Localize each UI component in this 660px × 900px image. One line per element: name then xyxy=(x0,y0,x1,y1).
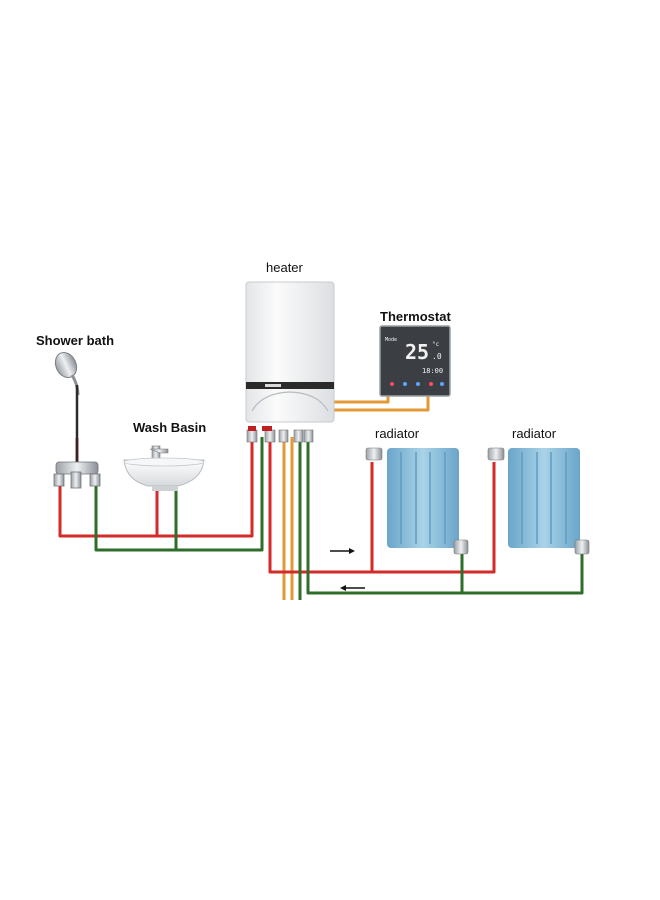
heating-return xyxy=(306,437,584,595)
thermostat-temperature: 25 xyxy=(405,340,429,364)
radiator-2-label: radiator xyxy=(512,426,557,441)
thermostat-down-button[interactable] xyxy=(416,382,420,386)
radiator-2-valve[interactable] xyxy=(487,447,505,461)
pipe-network xyxy=(58,396,584,600)
radiator-1-valve[interactable] xyxy=(365,447,383,461)
shower-label: Shower bath xyxy=(36,333,114,348)
radiator-1-return-valve[interactable] xyxy=(453,539,469,555)
thermostat-unit: °c xyxy=(432,341,440,348)
thermostat-menu-button[interactable] xyxy=(440,382,444,386)
heating-flow-branch xyxy=(372,462,496,574)
thermostat-label: Thermostat xyxy=(380,309,451,324)
thermostat-wire-2 xyxy=(333,396,430,412)
thermostat-clock: 18:00 xyxy=(422,367,443,375)
thermostat-mode-button[interactable] xyxy=(403,382,407,386)
cold-return-fixtures xyxy=(94,437,264,552)
thermostat-power-button[interactable] xyxy=(390,382,394,386)
heater-unit xyxy=(245,281,335,423)
heater-valves xyxy=(246,426,314,443)
radiator-1-label: radiator xyxy=(375,426,420,441)
shower-fixture xyxy=(53,351,101,489)
radiator-2 xyxy=(487,447,590,555)
thermostat-decimal: .0 xyxy=(432,352,442,361)
radiator-2-return-valve[interactable] xyxy=(574,539,590,555)
flow-arrow-right xyxy=(330,548,355,554)
heater-label: heater xyxy=(266,260,304,275)
thermostat-mode-text: Mode xyxy=(385,337,397,343)
thermostat-up-button[interactable] xyxy=(429,382,433,386)
flow-arrows xyxy=(330,548,365,591)
thermostat-wire-1 xyxy=(333,396,390,404)
basin-label: Wash Basin xyxy=(133,420,206,435)
heating-flow xyxy=(268,437,374,574)
thermostat-buttons xyxy=(390,382,444,386)
flow-arrow-left xyxy=(340,585,365,591)
thermostat-device: Mode 25 °c .0 18:00 xyxy=(379,325,451,397)
radiator-1 xyxy=(365,447,469,555)
wash-basin xyxy=(123,445,205,491)
